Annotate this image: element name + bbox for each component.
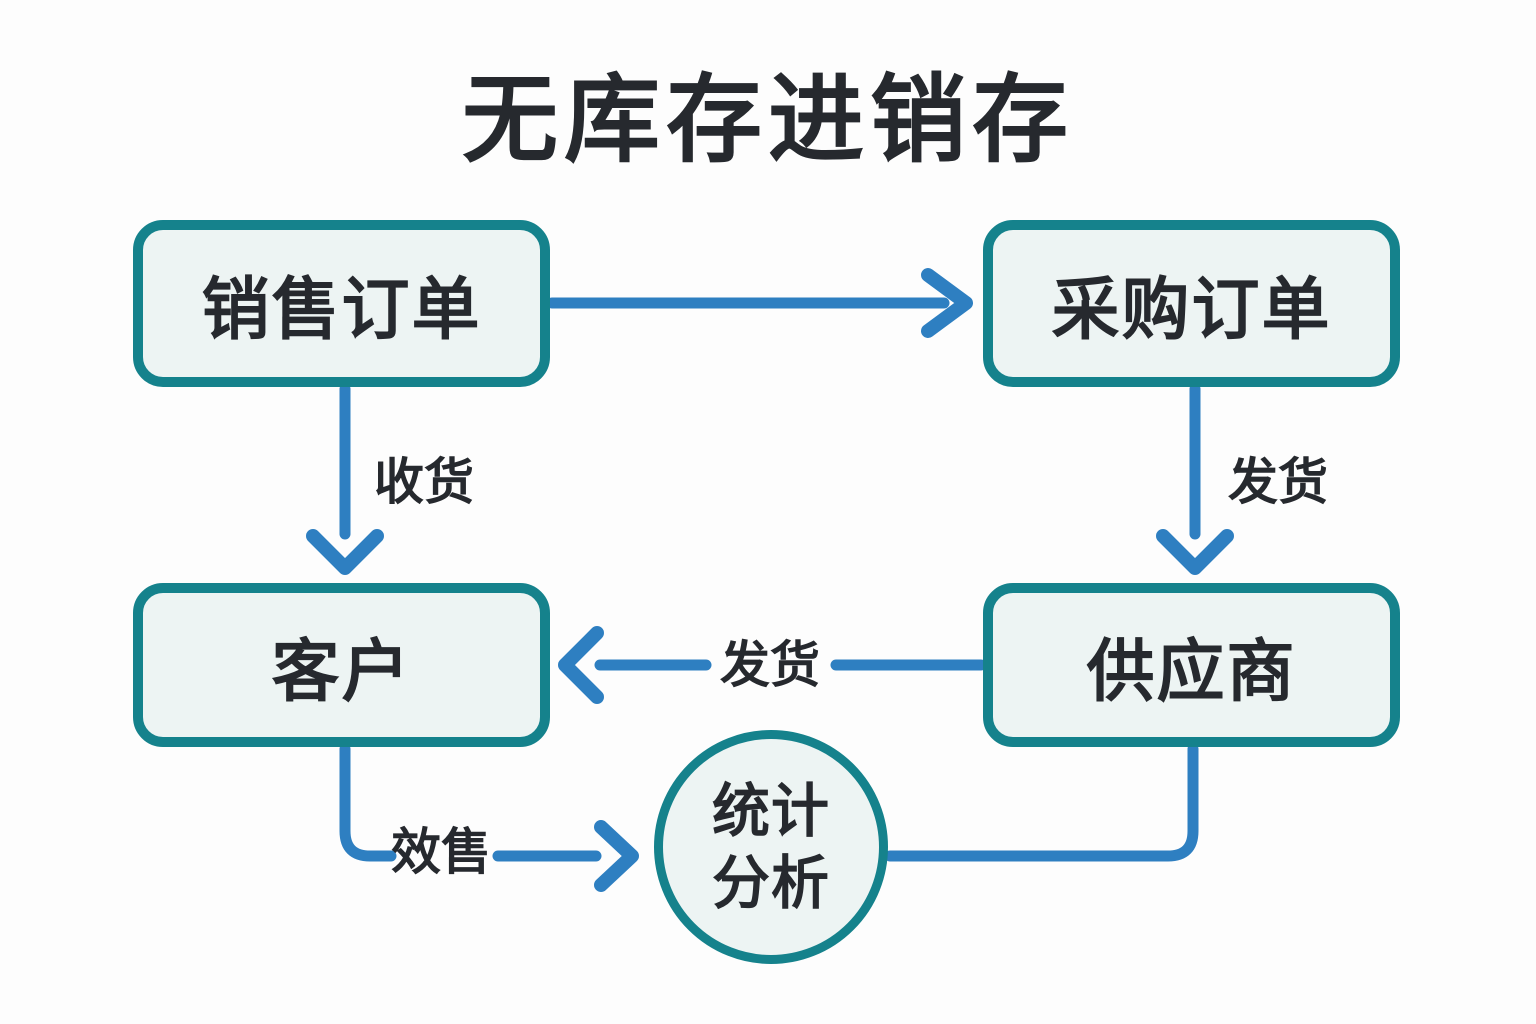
node-supplier-label: 供应商 — [1086, 632, 1297, 712]
arrow-down-icon — [1156, 529, 1234, 575]
node-stats-analysis: 统计 分析 — [654, 730, 888, 964]
arrow-left-icon — [558, 626, 604, 704]
connector-supplier-to-stats — [884, 743, 1199, 862]
arrow-right-icon — [594, 820, 639, 892]
node-customer: 客户 — [133, 583, 550, 747]
arrow-down-icon — [306, 529, 384, 575]
node-supplier: 供应商 — [983, 583, 1400, 747]
node-purchase-order-label: 采购订单 — [1051, 271, 1332, 350]
edge-label-ship-goods-right: 发货 — [1228, 453, 1328, 511]
edge-label-receive-goods: 收货 — [374, 453, 474, 511]
node-stats-analysis-label-line1: 统计 — [711, 776, 830, 845]
arrow-customer-to-stats-elbow — [339, 743, 397, 862]
edge-label-sales-bottom: 效售 — [391, 823, 491, 881]
arrow-right-icon — [921, 268, 973, 338]
node-purchase-order: 采购订单 — [983, 220, 1400, 387]
node-stats-analysis-label-line2: 分析 — [711, 849, 830, 917]
node-sales-order: 销售订单 — [133, 220, 550, 387]
node-sales-order-label: 销售订单 — [201, 271, 482, 350]
edge-label-ship-goods-middle: 发货 — [720, 636, 820, 694]
node-customer-label: 客户 — [271, 632, 412, 712]
diagram-title: 无库存进销存 — [462, 64, 1074, 176]
